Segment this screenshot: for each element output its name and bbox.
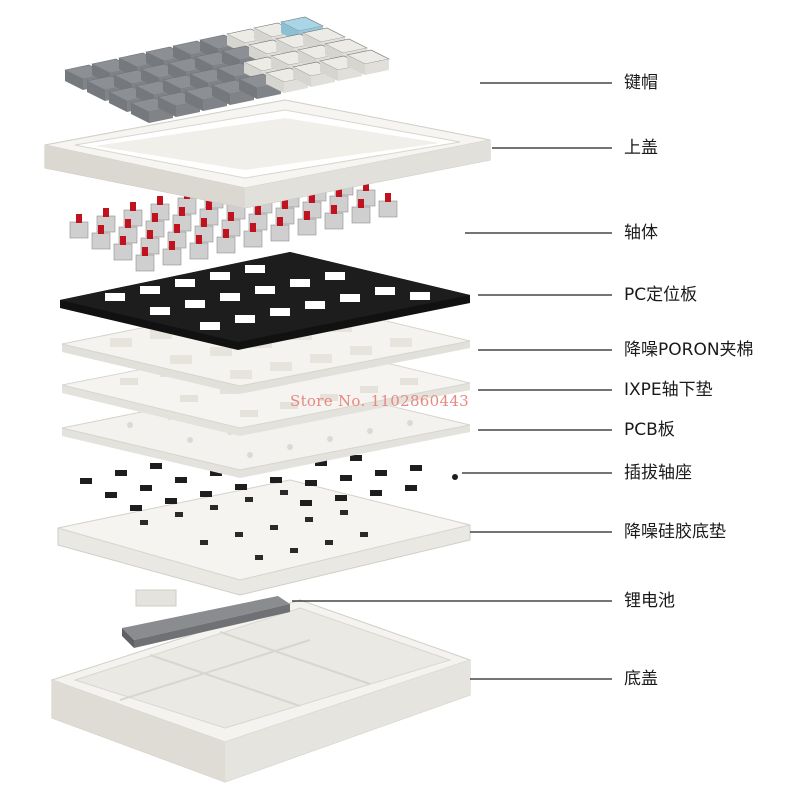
keycap-side — [320, 61, 338, 81]
label-ixpe-pad: IXPE轴下垫 — [624, 380, 713, 400]
keycaps-layer — [64, 16, 390, 123]
label-poron-foam: 降噪PORON夹棉 — [624, 340, 754, 360]
switch-stem — [157, 196, 163, 205]
keycap-side — [87, 81, 105, 101]
switch-housing — [69, 221, 89, 239]
switch-stem — [282, 200, 288, 209]
label-bottom-case: 底盖 — [624, 669, 658, 689]
label-keycaps: 键帽 — [624, 73, 658, 93]
top-cover-layer — [44, 99, 491, 209]
label-pc-plate: PC定位板 — [624, 285, 698, 305]
switch-stem — [277, 217, 283, 226]
switch-stem — [98, 225, 104, 234]
switch-housing — [216, 236, 236, 254]
switch-stem — [179, 207, 185, 216]
switch-stem — [196, 235, 202, 244]
switch-housing — [378, 200, 398, 218]
switch-housing — [162, 248, 182, 266]
keycap-side — [239, 79, 257, 99]
label-pcb: PCB板 — [624, 420, 675, 440]
switch-housing — [91, 232, 111, 250]
silicone-pad-layer — [57, 479, 471, 596]
switch-stem — [336, 188, 342, 197]
keycap-side — [347, 55, 365, 75]
switch-stem — [304, 211, 310, 220]
switch-stem — [250, 223, 256, 232]
switch-stem — [174, 224, 180, 233]
label-top-cover: 上盖 — [624, 138, 658, 158]
switch-housing — [135, 254, 155, 272]
keycap-side — [131, 103, 149, 123]
switch-stem — [331, 205, 337, 214]
switch-stem — [152, 213, 158, 222]
lithium-battery-layer — [122, 589, 290, 648]
keycap-front — [365, 59, 389, 75]
switch-stem — [130, 202, 136, 211]
store-watermark: Store No. 1102860443 — [290, 392, 470, 410]
switch-housing — [243, 230, 263, 248]
label-lithium-battery: 锂电池 — [624, 591, 675, 611]
switch-stem — [363, 182, 369, 191]
bottom-case-layer — [50, 599, 472, 783]
keycap-side — [212, 85, 230, 105]
switch-stem — [142, 247, 148, 256]
switch-stem — [223, 229, 229, 238]
switch-housing — [324, 212, 344, 230]
switch-housing — [297, 218, 317, 236]
keycap-side — [293, 67, 311, 87]
switch-stem — [309, 194, 315, 203]
keycap-side — [266, 73, 284, 93]
label-switches: 轴体 — [624, 223, 658, 243]
keycap-side — [65, 70, 83, 90]
switch-housing — [351, 206, 371, 224]
label-silicone-pad: 降噪硅胶底垫 — [624, 522, 726, 542]
switch-stem — [76, 214, 82, 223]
keycap-side — [109, 92, 127, 112]
keycap-side — [158, 97, 176, 117]
leader-lines — [292, 82, 612, 680]
pc-plate-layer — [60, 252, 470, 350]
label-hotswap-sockets: 插拔轴座 — [624, 463, 692, 483]
switch-stem — [120, 236, 126, 245]
switch-stem — [103, 208, 109, 217]
switch-housing — [189, 242, 209, 260]
switch-stem — [125, 219, 131, 228]
switch-stem — [255, 206, 261, 215]
switch-stem — [169, 241, 175, 250]
switch-stem — [385, 193, 391, 202]
switch-stem — [147, 230, 153, 239]
switch-stem — [358, 199, 364, 208]
switch-housing — [113, 243, 133, 261]
switch-housing — [270, 224, 290, 242]
keycap-side — [185, 91, 203, 111]
switch-stem — [206, 201, 212, 210]
switch-stem — [201, 218, 207, 227]
switch-stem — [228, 212, 234, 221]
